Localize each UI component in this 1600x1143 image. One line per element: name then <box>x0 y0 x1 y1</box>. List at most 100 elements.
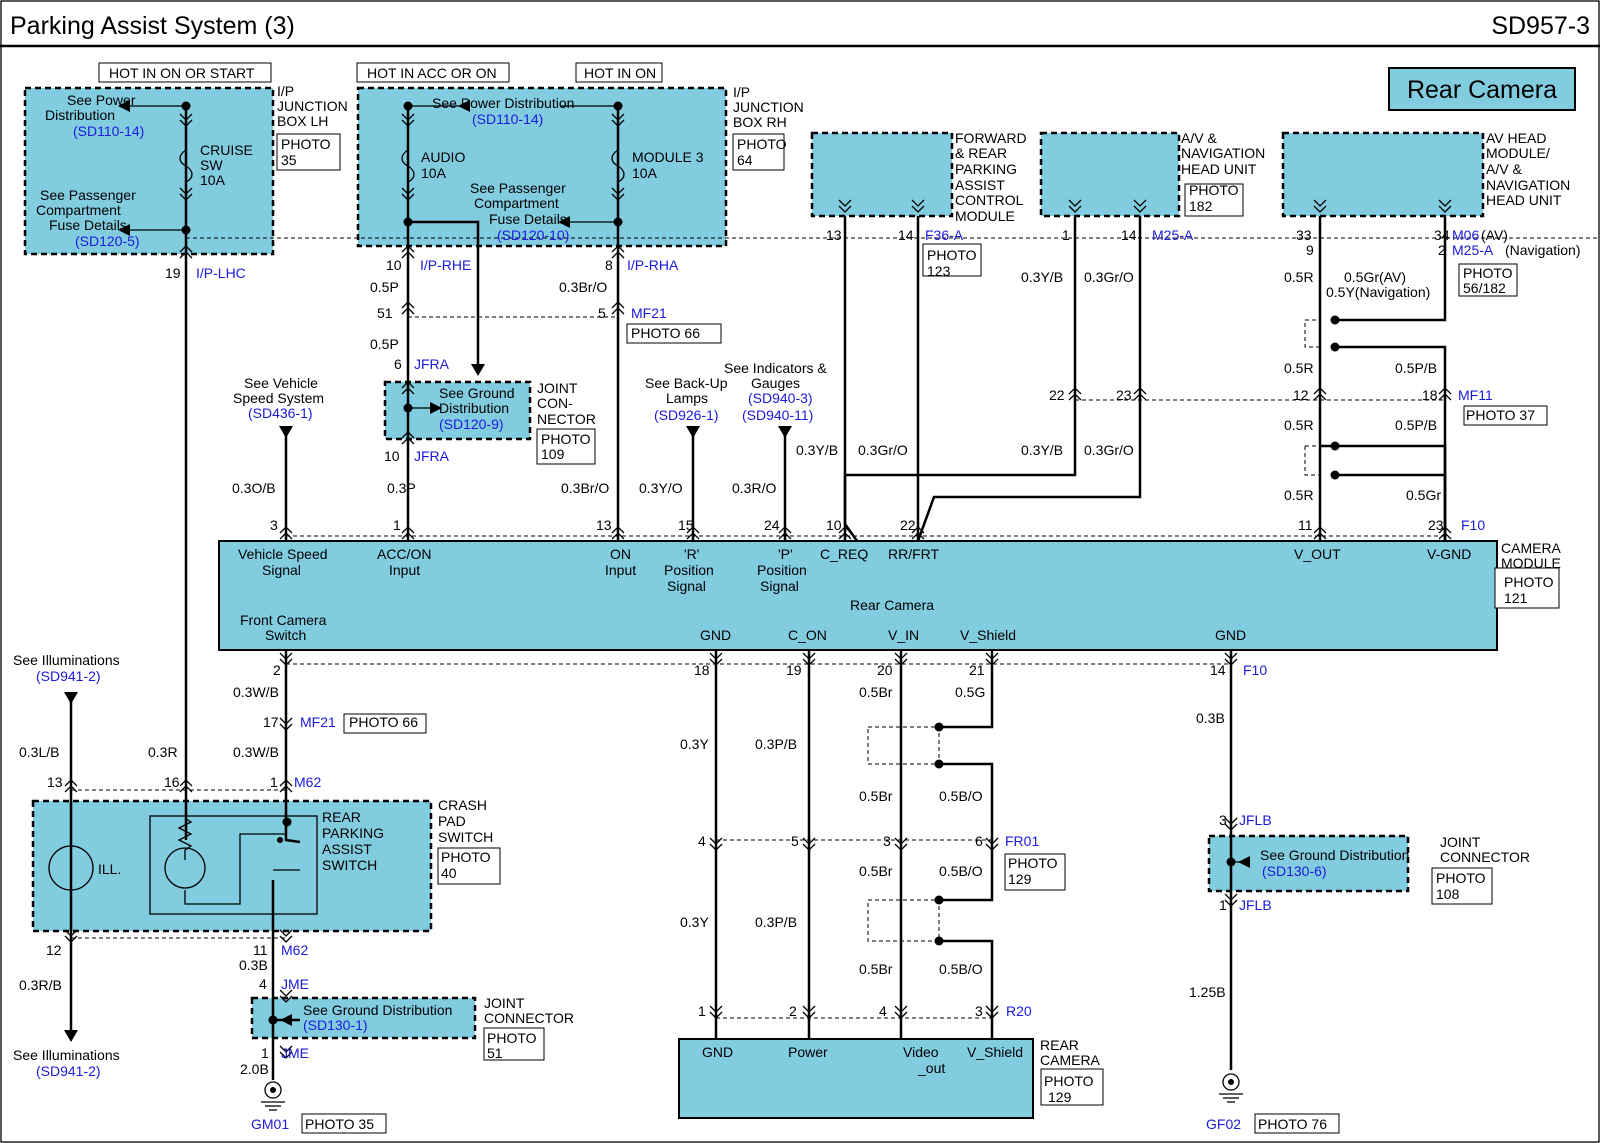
diagram-label: V-GND <box>1427 546 1471 562</box>
diagram-label: 22 <box>900 517 916 533</box>
connector-chevron-icon <box>401 431 415 439</box>
diagram-label: FORWARD <box>955 130 1027 146</box>
diagram-label: Vehicle Speed <box>238 546 328 562</box>
diagram-label: 0.5Br <box>859 863 893 879</box>
diagram-label: M06 <box>1452 227 1479 243</box>
diagram-label: GND <box>702 1044 733 1060</box>
splice-dot <box>282 817 292 827</box>
diagram-label: 109 <box>541 446 565 462</box>
connector-chevron-icon <box>611 301 625 309</box>
diagram-label: JME <box>281 976 309 992</box>
diagram-label: (SD941-2) <box>36 1063 101 1079</box>
diagram-label: RR/FRT <box>888 546 940 562</box>
diagram-label: PHOTO <box>1044 1073 1094 1089</box>
diagram-label: 0.3Y/O <box>639 480 683 496</box>
connector-chevron-icon <box>1133 387 1147 395</box>
diagram-label: PHOTO 35 <box>305 1116 374 1132</box>
connector-chevron-icon <box>709 843 723 851</box>
connector-chevron-icon <box>1313 387 1327 395</box>
connector-chevron-icon <box>611 307 625 315</box>
connector-chevron-icon <box>1068 393 1082 401</box>
connector-dashed <box>1304 319 1321 348</box>
diagram-label: See Ground Distribution <box>303 1002 452 1018</box>
diagram-label: C_ON <box>788 627 827 643</box>
diagram-label: 6 <box>394 356 402 372</box>
photo-label-box <box>536 428 596 465</box>
signal-arrow-icon <box>778 426 792 438</box>
diagram-label: 51 <box>487 1045 503 1061</box>
diagram-label: Position <box>757 562 807 578</box>
connector-chevron-icon <box>179 779 193 787</box>
connector-chevron-icon <box>838 532 852 540</box>
connector-chevron-icon <box>709 658 723 666</box>
diagram-code: SD957-3 <box>1491 12 1590 40</box>
diagram-label: GND <box>1215 627 1246 643</box>
diagram-label: JFLB <box>1239 897 1272 913</box>
connector-chevron-icon <box>985 837 999 845</box>
connector-chevron-icon <box>1224 817 1238 825</box>
diagram-label: 0.3Y/B <box>796 442 838 458</box>
diagram-label: JOINT <box>1440 834 1481 850</box>
diagram-label: 0.3P/B <box>755 914 797 930</box>
diagram-label: (Navigation) <box>1505 242 1580 258</box>
diagram-label: 1 <box>261 1045 269 1061</box>
connector-chevron-icon <box>179 193 193 201</box>
diagram-label: Rear Camera <box>850 597 934 613</box>
connector-chevron-icon <box>838 205 852 213</box>
signal-arrow-icon <box>118 100 130 112</box>
diagram-label: PHOTO <box>1189 182 1239 198</box>
fuse-icon <box>179 149 193 183</box>
diagram-label: 21 <box>969 662 985 678</box>
connector-chevron-icon <box>1438 526 1452 534</box>
photo-label-box <box>626 323 722 344</box>
connector-chevron-icon <box>401 437 415 445</box>
diagram-label: 10A <box>200 172 226 188</box>
diagram-label: CON- <box>537 395 573 411</box>
diagram-label: See Indicators & <box>724 360 827 376</box>
switch-contact <box>277 837 283 843</box>
diagram-label: HEAD UNIT <box>1486 192 1562 208</box>
connector-chevron-icon <box>401 113 415 121</box>
connector-chevron-icon <box>279 532 293 540</box>
diagram-label: See Back-Up <box>645 375 728 391</box>
connector-chevron-icon <box>279 1051 293 1059</box>
diagram-label: JFRA <box>414 448 450 464</box>
splice-dot <box>1330 342 1340 352</box>
diagram-label: (SD926-1) <box>654 407 719 423</box>
diagram-label: 0.5B/O <box>939 788 983 804</box>
diagram-label: 0.5Gr <box>1406 487 1441 503</box>
connector-chevron-icon <box>1313 526 1327 534</box>
diagram-label: HEAD UNIT <box>1181 161 1257 177</box>
connector-chevron-icon <box>709 1011 723 1019</box>
diagram-label: 6 <box>975 833 983 849</box>
diagram-label: 15 <box>678 517 694 533</box>
connector-chevron-icon <box>985 1011 999 1019</box>
connector-chevron-icon <box>611 532 625 540</box>
diagram-label: V_OUT <box>1294 546 1341 562</box>
connector-chevron-icon <box>401 532 415 540</box>
diagram-label: 14 <box>898 227 914 243</box>
connector-chevron-icon <box>709 652 723 660</box>
connector-chevron-icon <box>64 935 78 943</box>
diagram-label: 40 <box>441 865 457 881</box>
photo-label-box <box>483 1027 545 1061</box>
diagram-label: REAR <box>1040 1037 1079 1053</box>
connector-chevron-icon <box>64 779 78 787</box>
diagram-label: NAVIGATION <box>1181 145 1265 161</box>
diagram-label: See Ground Distribution <box>1260 847 1409 863</box>
connector-chevron-icon <box>1068 205 1082 213</box>
diagram-label: (SD130-1) <box>303 1017 368 1033</box>
diagram-label: PHOTO <box>541 431 591 447</box>
diagram-label: PARKING <box>322 825 384 841</box>
splice-dot <box>181 101 191 111</box>
diagram-label: I/P-RHE <box>420 257 471 273</box>
av-head-module <box>1281 131 1485 218</box>
connector-chevron-icon <box>911 526 925 534</box>
wire <box>916 216 1142 542</box>
connector-chevron-icon <box>894 1011 908 1019</box>
signal-arrow-icon <box>471 364 485 376</box>
connector-chevron-icon <box>911 532 925 540</box>
diagram-label: 0.3R/B <box>19 977 62 993</box>
signal-arrow-icon <box>558 216 570 228</box>
